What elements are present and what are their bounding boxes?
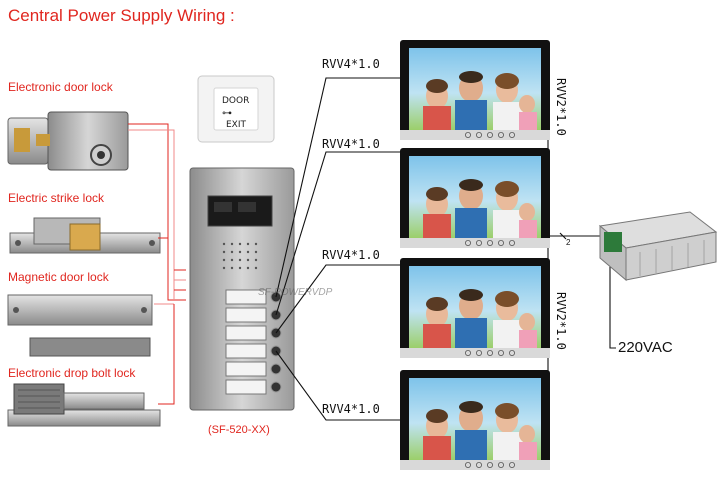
cable-label-monitor-3: RVV4*1.0 <box>322 248 380 262</box>
indoor-monitor-3 <box>400 258 550 358</box>
diagram-title: Central Power Supply Wiring : <box>8 6 235 25</box>
key-icon: ⊶ <box>222 108 232 119</box>
power-wire-count: 2 <box>566 238 571 247</box>
door-exit-button <box>197 75 275 143</box>
lock-label-magnetic: Magnetic door lock <box>8 270 109 284</box>
electric-strike-lock-image <box>9 217 161 254</box>
cable-label-monitor-2: RVV4*1.0 <box>322 137 380 151</box>
lock-label-electric-strike: Electric strike lock <box>8 191 105 205</box>
panel-watermark: SF-POWERVDP <box>258 287 333 298</box>
lock-label-drop-bolt: Electronic drop bolt lock <box>8 366 136 380</box>
cable-label-power-upper: RVV2*1.0 <box>554 78 568 136</box>
electronic-door-lock-image <box>7 111 129 171</box>
power-input-label: 220VAC <box>618 339 673 356</box>
cable-label-monitor-4: RVV4*1.0 <box>322 402 380 416</box>
magnetic-door-lock-image <box>7 294 153 357</box>
drop-bolt-lock-image <box>7 383 161 427</box>
cable-label-power-lower: RVV2*1.0 <box>554 292 568 350</box>
indoor-monitor-4 <box>400 370 550 470</box>
indoor-monitor-2 <box>400 148 550 248</box>
panel-model-label: (SF-520-XX) <box>208 424 270 436</box>
lock-wiring <box>128 123 186 405</box>
indoor-monitor-1 <box>400 40 550 140</box>
exit-button-line1: DOOR <box>222 96 250 106</box>
lock-label-electronic-door: Electronic door lock <box>8 80 113 94</box>
power-supply-unit <box>598 211 718 282</box>
cable-label-monitor-1: RVV4*1.0 <box>322 57 380 71</box>
exit-button-line2: EXIT <box>226 120 247 130</box>
